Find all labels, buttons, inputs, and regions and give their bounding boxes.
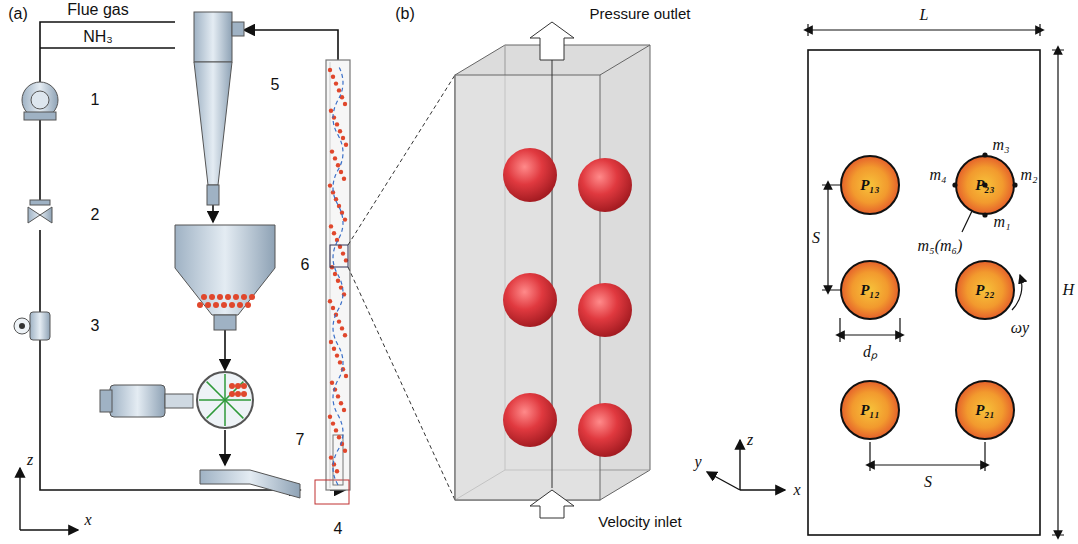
- stream-label: Flue gas: [67, 1, 128, 19]
- callout-number: 2: [91, 206, 100, 224]
- particle-circle: P₂₃: [955, 155, 1015, 215]
- axis-label: x: [84, 511, 91, 529]
- dimension-label: S: [924, 473, 932, 491]
- particle-label: P₂₃: [975, 177, 995, 194]
- dimension-label: H: [1062, 281, 1074, 299]
- panel-label: (b): [395, 5, 415, 23]
- callout-number: 5: [271, 76, 280, 94]
- rotation-label: ωy: [1011, 319, 1029, 337]
- particle-label: P₁₂: [860, 282, 880, 299]
- particle-label: P₁₃: [860, 177, 880, 194]
- dimension-label: L: [920, 6, 929, 24]
- particle-circle: P₁₁: [840, 380, 900, 440]
- callout-number: 3: [91, 317, 100, 335]
- callout-number: 6: [301, 256, 310, 274]
- axis-label: y: [694, 453, 701, 471]
- point-label: m₂: [1020, 166, 1037, 184]
- panel-label: (a): [8, 5, 28, 23]
- boundary-label: Velocity inlet: [598, 514, 681, 531]
- axis-label: x: [793, 481, 800, 499]
- point-label: m₁: [993, 213, 1010, 231]
- particle-label: P₁₁: [860, 402, 880, 419]
- dimension-label: S: [812, 229, 820, 247]
- point-label: m₅(m₆): [918, 237, 963, 255]
- callout-number: 1: [91, 91, 100, 109]
- axis-label: z: [27, 451, 33, 469]
- callout-number: 7: [296, 431, 305, 449]
- boundary-label: Pressure outlet: [590, 6, 691, 23]
- particle-circle: P₁₃: [840, 155, 900, 215]
- dimension-label: dₚ: [863, 343, 877, 361]
- point-label: m₄: [929, 166, 946, 184]
- particle-label: P₂₂: [975, 282, 995, 299]
- particle-circle: P₁₂: [840, 260, 900, 320]
- axis-label: z: [747, 431, 753, 449]
- particle-label: P₂₁: [975, 402, 995, 419]
- particle-circle: P₂₁: [955, 380, 1015, 440]
- particle-circle: P₂₂: [955, 260, 1015, 320]
- stream-label: NH₃: [83, 28, 113, 46]
- callout-number: 4: [334, 520, 343, 538]
- point-label: m₃: [992, 136, 1009, 154]
